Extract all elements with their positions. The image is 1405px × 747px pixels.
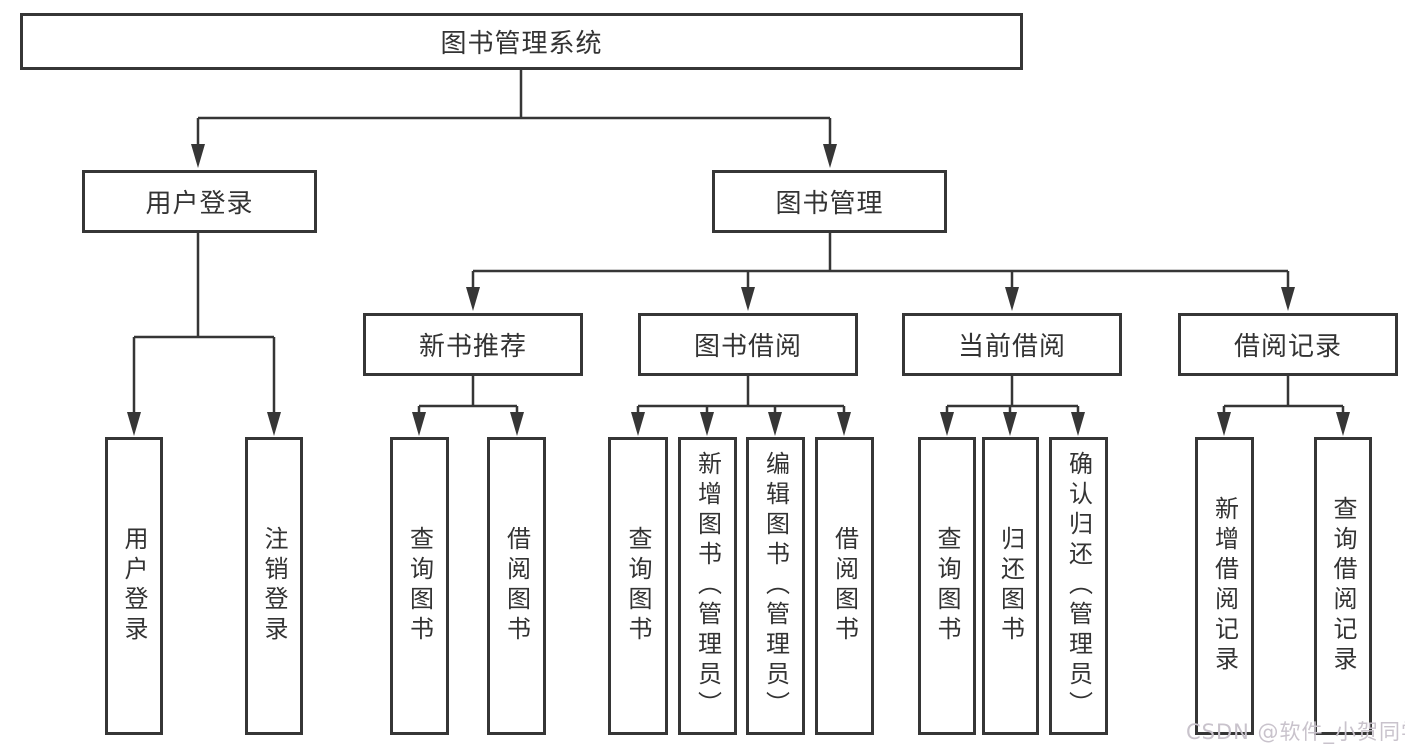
leaf-borrow-books-label: 借阅图书 — [830, 526, 859, 646]
node-borrow-records: 借阅记录 — [1178, 313, 1398, 376]
leaf-query-borrow-record: 查询借阅记录 — [1314, 437, 1372, 735]
node-book-management: 图书管理 — [712, 170, 947, 233]
leaf-borrow-books-recommend: 借阅图书 — [487, 437, 546, 735]
leaf-return-books-label: 归还图书 — [996, 526, 1025, 646]
node-user-login-label: 用户登录 — [145, 189, 254, 219]
node-current-borrow-label: 当前借阅 — [957, 332, 1066, 362]
leaf-query-books-recommend: 查询图书 — [390, 437, 449, 735]
leaf-logout-label: 注销登录 — [260, 526, 288, 646]
leaf-borrow-books-recommend-label: 借阅图书 — [502, 526, 531, 646]
leaf-add-books-admin: 新增图书（管理员） — [678, 437, 737, 735]
node-book-management-label: 图书管理 — [775, 189, 884, 219]
node-root-label: 图书管理系统 — [440, 29, 603, 59]
leaf-query-books-borrow-label: 查询图书 — [624, 526, 652, 646]
leaf-return-books: 归还图书 — [982, 437, 1039, 735]
leaf-logout: 注销登录 — [245, 437, 303, 735]
leaf-query-books-current-label: 查询图书 — [933, 526, 961, 646]
node-book-borrow: 图书借阅 — [638, 313, 858, 376]
leaf-query-borrow-record-label: 查询借阅记录 — [1329, 496, 1357, 676]
leaf-query-books-borrow: 查询图书 — [608, 437, 668, 735]
leaf-borrow-books: 借阅图书 — [815, 437, 874, 735]
leaf-edit-books-admin-label: 编辑图书（管理员） — [761, 451, 790, 721]
leaf-add-borrow-record: 新增借阅记录 — [1195, 437, 1254, 735]
node-current-borrow: 当前借阅 — [902, 313, 1122, 376]
node-new-book-recommend-label: 新书推荐 — [418, 332, 527, 362]
leaf-add-borrow-record-label: 新增借阅记录 — [1210, 496, 1239, 676]
node-root-system: 图书管理系统 — [20, 13, 1023, 70]
leaf-edit-books-admin: 编辑图书（管理员） — [746, 437, 805, 735]
leaf-user-login: 用户登录 — [105, 437, 163, 735]
leaf-add-books-admin-label: 新增图书（管理员） — [693, 451, 722, 721]
node-book-borrow-label: 图书借阅 — [693, 332, 802, 362]
leaf-query-books-recommend-label: 查询图书 — [405, 526, 434, 646]
node-borrow-records-label: 借阅记录 — [1233, 332, 1342, 362]
leaf-confirm-return-admin: 确认归还（管理员） — [1049, 437, 1108, 735]
csdn-watermark: CSDN @软件_小贺同学 — [1186, 720, 1405, 744]
leaf-confirm-return-admin-label: 确认归还（管理员） — [1064, 451, 1093, 721]
node-user-login: 用户登录 — [82, 170, 317, 233]
leaf-query-books-current: 查询图书 — [918, 437, 976, 735]
node-new-book-recommend: 新书推荐 — [363, 313, 583, 376]
leaf-user-login-label: 用户登录 — [120, 526, 148, 646]
